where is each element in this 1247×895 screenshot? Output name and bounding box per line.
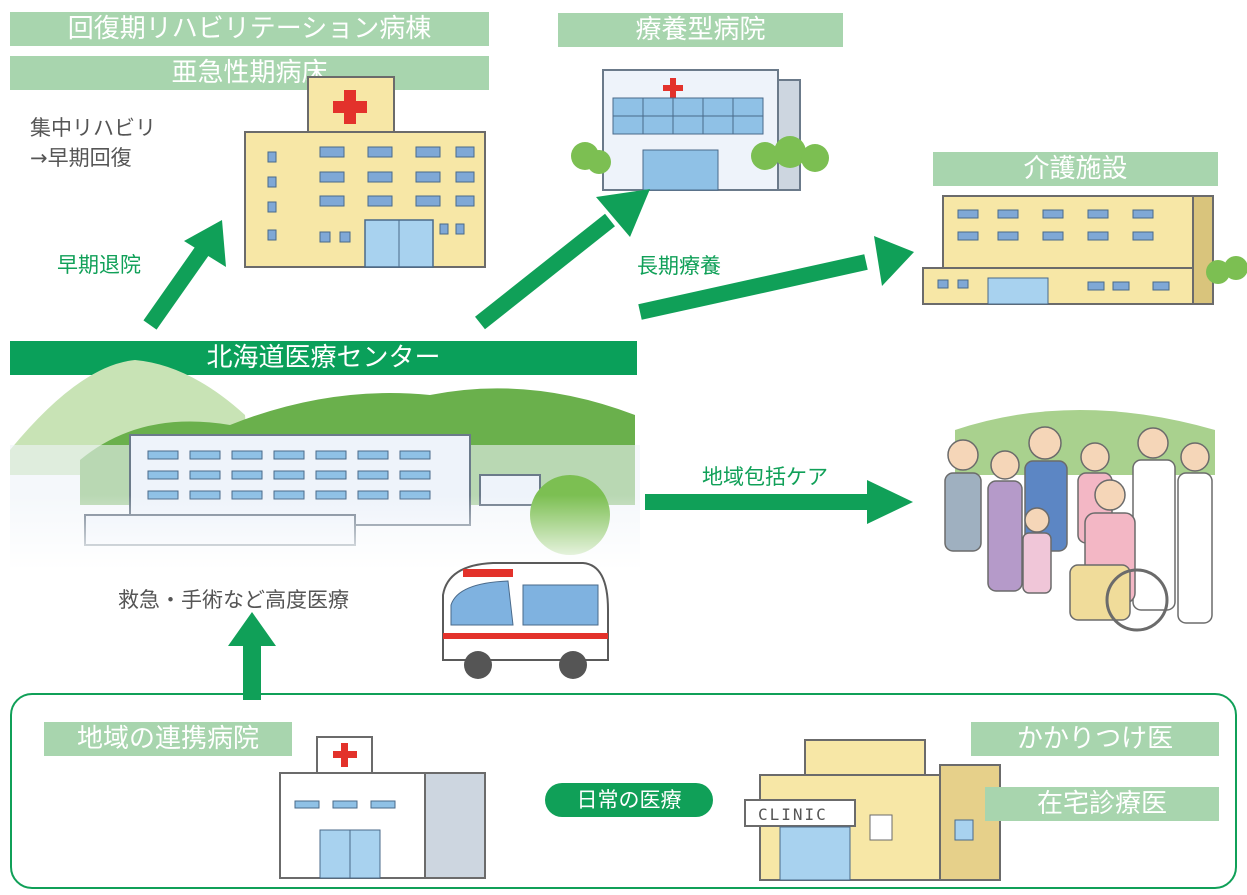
partner-hospital-illustration [279,736,486,879]
main-center-bar: 北海道医療センター [10,341,637,375]
longterm-hospital-illustration [571,69,829,191]
long-term-arrow-upper [475,189,650,330]
partner-hospital-label: 地域の連携病院 [44,722,292,756]
rehab-hospital-illustration [244,76,486,268]
community-care-note: 地域包括ケア [702,465,828,489]
care-facility-illustration [922,195,1247,305]
local-care-panel [10,693,1237,889]
rehab-ward-label: 回復期リハビリテーション病棟 [10,12,489,46]
community-care-arrow [645,480,913,524]
community-people-illustration [944,410,1215,632]
clinic-illustration: CLINIC [744,739,1001,881]
daily-care-pill: 日常の医療 [545,783,713,817]
longterm-hospital-label: 療養型病院 [558,13,843,47]
early-discharge-note: 早期退院 [57,253,141,277]
home-care-doctor-label: 在宅診療医 [985,787,1219,821]
early-discharge-arrow [143,220,226,330]
clinic-sign-text: CLINIC [758,805,828,824]
subacute-bed-label: 亜急性期病床 [10,56,489,90]
long-term-note: 長期療養 [637,254,721,278]
ambulance-illustration [442,562,609,679]
intensive-rehab-note: 集中リハビリ →早期回復 [30,116,156,170]
up-arrow-to-center [228,612,276,700]
care-facility-label: 介護施設 [933,152,1218,186]
main-center-illustration [10,360,640,570]
advanced-care-note: 救急・手術など高度医療 [118,588,349,612]
long-term-arrow-right [638,236,914,320]
family-doctor-label: かかりつけ医 [971,722,1219,756]
